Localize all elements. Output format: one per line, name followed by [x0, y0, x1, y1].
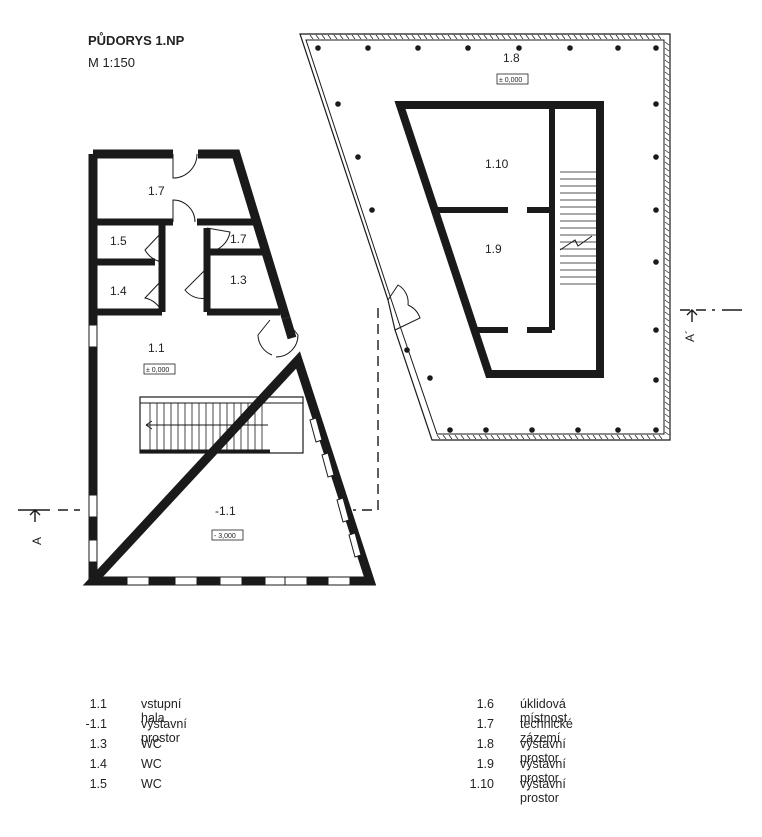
pavilion-outline [299, 33, 671, 441]
right-building [299, 33, 671, 441]
room-label-1-7b: 1.7 [230, 232, 247, 246]
left-building [82, 149, 377, 586]
room-label-1-3: 1.3 [230, 273, 247, 287]
section-label-a-prime: A´ [683, 330, 697, 342]
legend-code: 1.5 [89, 777, 107, 791]
legend-code: 1.7 [476, 717, 494, 731]
pavilion-columns [315, 45, 659, 433]
core-interior-walls [435, 108, 555, 333]
legend-code: 1.9 [476, 757, 494, 771]
room-label-1-10: 1.10 [485, 157, 509, 171]
plan-scale: M 1:150 [88, 55, 135, 70]
right-staircase [559, 171, 596, 285]
room-label-1-5: 1.5 [110, 234, 127, 248]
section-marker-a-prime [680, 309, 742, 322]
legend-name: úklidová místnost [520, 697, 568, 725]
pavilion-door [387, 284, 421, 331]
room-label-minus-1-1: -1.1 [215, 504, 236, 518]
legend-name: výstavní prostor [520, 737, 566, 765]
legend-code: 1.4 [89, 757, 107, 771]
room-label-1-4: 1.4 [110, 284, 127, 298]
walkway-outline [353, 308, 379, 511]
room-label-1-9: 1.9 [485, 242, 502, 256]
section-marker-a [18, 509, 80, 522]
left-interior-walls [93, 218, 280, 316]
level-label-minus-1-1: - 3,000 [214, 533, 236, 540]
pavilion-glazing [309, 34, 670, 440]
left-staircase [139, 396, 304, 454]
left-windows [88, 324, 362, 586]
legend-name: WC [141, 757, 162, 771]
legend-code: 1.10 [469, 777, 494, 791]
legend-code: 1.1 [89, 697, 107, 711]
legend-name: technické zázemí [520, 717, 573, 745]
room-label-1-8: 1.8 [503, 51, 520, 65]
legend-code: 1.6 [476, 697, 494, 711]
legend-code: 1.3 [89, 737, 107, 751]
section-label-a: A [30, 537, 44, 545]
core-walls [394, 101, 604, 378]
legend-code: 1.8 [476, 737, 494, 751]
level-label-1-1: ± 0,000 [146, 367, 169, 374]
legend-name: WC [141, 737, 162, 751]
legend-name: výstavní prostor [520, 757, 566, 785]
left-outer-wall [82, 149, 377, 586]
legend-name: výstavní prostor [520, 777, 566, 805]
level-label-1-8: ± 0,000 [499, 77, 522, 84]
plan-title: PŮDORYS 1.NP [88, 33, 185, 48]
legend-name: vstupní hala [141, 697, 182, 725]
room-label-1-1: 1.1 [148, 341, 165, 355]
legend-name: WC [141, 777, 162, 791]
floor-plan: 1.7 1.5 1.7 1.4 1.3 1.1 ± 0,000 -1.1 - 3… [18, 33, 742, 586]
legend-name: výstavní prostor [141, 717, 187, 745]
room-label-1-7a: 1.7 [148, 184, 165, 198]
legend-code: -1.1 [85, 717, 107, 731]
left-doors [144, 153, 299, 358]
